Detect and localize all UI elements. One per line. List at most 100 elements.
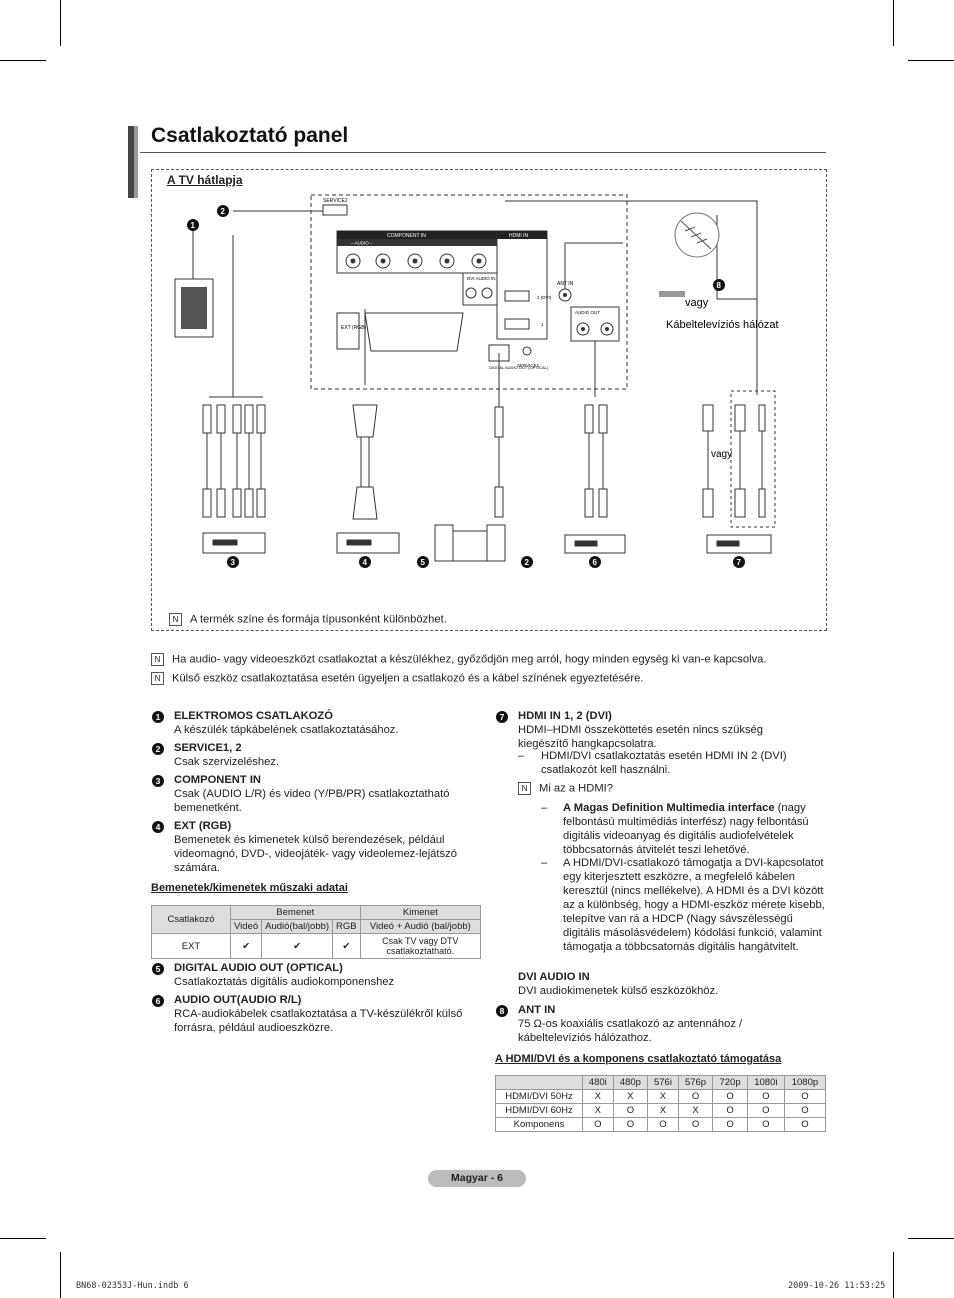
crop-mark [893,1252,894,1298]
title-accent-bar [128,126,138,198]
spec-title: Bemenetek/kimenetek műszaki adatai [151,882,348,894]
section-ant-in: 8 ANT IN 75 Ω-os koaxiális csatlakozó az… [496,1003,810,1045]
service2-label: SERVICE2 [323,198,348,204]
support-table: 480i 480p 576i 576p 720p 1080i 1080p HDM… [495,1075,827,1132]
spec-cell: EXT [151,933,231,959]
audio-out-label: AUDIO OUT [575,310,600,315]
note-icon: N [151,672,164,685]
svg-text:5: 5 [421,558,426,567]
ext-rgb-label: EXT (RGB) [341,325,367,331]
svg-text:3: 3 [231,558,236,567]
support-header: 720p [712,1075,748,1090]
vagy-label: vagy [685,297,709,309]
audio-cable [584,404,608,518]
service1-port-icon [522,346,532,356]
section-dvi-audio: DVI AUDIO IN DVI audiokimenetek külső es… [518,971,719,997]
svg-text:4: 4 [363,558,368,567]
spec-header: Bemenet [230,905,361,920]
spec-cell: ✔ [229,933,263,959]
table-row: Komponens O O O O O O O [495,1117,827,1132]
crop-mark [893,0,894,46]
svg-text:2: 2 [525,558,530,567]
crop-mark [908,1238,954,1239]
coax-plug-icon [659,291,685,297]
support-header: 1080i [746,1075,785,1090]
connection-diagram-svg: SERVICE2 COMPONENT IN – AUDIO – DVI AUDI… [174,194,779,568]
support-header: 576p [677,1075,714,1090]
svg-text:8: 8 [717,281,722,290]
spec-cell: Csak TV vagy DTV csatlakoztatható. [359,933,482,959]
service2-port-icon [322,204,348,216]
hdmi-port-icon [504,318,530,330]
crop-mark [60,0,61,46]
section-hdmi-dash: – HDMI/DVI csatlakoztatás esetén HDMI IN… [518,750,787,776]
audio-lr-label: – AUDIO – [351,241,373,246]
crop-mark [60,1252,61,1298]
spec-cell: ✔ [261,933,334,959]
component-in-label: COMPONENT IN [387,233,426,239]
support-title: A HDMI/DVI és a komponens csatlakoztató … [495,1053,782,1065]
support-header: 576i [647,1075,679,1090]
spec-header: Csatlakozó [151,905,231,934]
diagram-marker: 1 2 8 3 4 5 2 6 7 [187,205,745,568]
antenna-icon [674,212,720,258]
date-info: 2009-10-26 11:53:25 [788,1281,886,1291]
note-icon: N [169,613,182,626]
optical-label: DIGITAL AUDIO OUT (OPTICAL) [489,365,549,370]
power-socket-inner [181,287,207,329]
spec-header: Videó [229,919,263,934]
dvi-audio-in-label: DVI AUDIO IN [467,276,496,281]
audio-system-icon [434,524,506,562]
component-in-header [337,231,497,239]
svg-text:6: 6 [593,558,598,567]
vagy-label-2: vagy [711,449,732,460]
support-header: 1080p [783,1075,827,1090]
section-ext: 4 EXT (RGB) Bemenetek és kimenetek külső… [152,819,474,875]
svg-text:7: 7 [737,558,742,567]
spec-cell: ✔ [332,933,361,959]
hdmi-1-label: 1 [541,322,544,327]
support-header-blank [495,1075,583,1090]
hdmi-cable [702,390,776,528]
title-rule [140,152,826,153]
section-component: 3 COMPONENT IN Csak (AUDIO L/R) és video… [152,773,474,815]
table-row: HDMI/DVI 60Hz X O X X O O O [495,1103,827,1118]
diagram-subtitle: A TV hátlapja [167,173,243,187]
set-top-box-icon [706,534,772,554]
scart-cable [352,404,378,520]
spec-header: RGB [332,919,361,934]
page-title: Csatlakoztató panel [151,124,349,147]
rca-cable-set [202,404,266,518]
title-accent-bar [134,126,138,198]
back-panel-outline [310,194,628,390]
hdmi-in-label: HDMI IN [509,233,529,239]
table-row: HDMI/DVI 50Hz X X X O O O O [495,1089,827,1104]
section-hdmi: 7 HDMI IN 1, 2 (DVI) HDMI–HDMI összekött… [496,709,810,751]
svg-text:1: 1 [191,221,196,230]
spec-table: Csatlakozó Bemenet Kimenet Videó Audió(b… [151,905,482,959]
page-number-badge: Magyar - 6 [428,1170,526,1187]
hdmi-port-icon [504,290,530,302]
cable-network-label: Kábeltelevíziós hálózat [666,319,779,331]
note-icon: N [151,653,164,666]
hdmi-2-label: 2 (DVI) [537,295,552,300]
section-power: 1 ELEKTROMOS CSATLAKOZÓ A készülék tápká… [152,709,474,737]
section-service: 2 SERVICE1, 2 Csak szervizeléshez. [152,741,474,769]
vcr-device-icon [336,532,400,554]
support-header: 480p [612,1075,649,1090]
spec-header: Kimenet [359,905,482,920]
crop-mark [0,60,46,61]
service1-label: SERVICE1 [517,363,540,368]
connection-diagram [151,169,827,631]
svg-text:2: 2 [221,207,226,216]
file-info: BN68-02353J-Hun.indb 6 [76,1281,189,1291]
spec-header: Audió(bal/jobb) [261,919,334,934]
note-icon: N [518,782,531,795]
section-audio-out: 6 AUDIO OUT(AUDIO R/L) RCA-audiokábelek … [152,993,480,1035]
scart-port-icon [364,312,464,352]
hdmi-para-2: – A HDMI/DVI-csatlakozó támogatja a DVI-… [541,857,825,953]
spec-header: Videó + Audió (bal/jobb) [359,919,482,934]
